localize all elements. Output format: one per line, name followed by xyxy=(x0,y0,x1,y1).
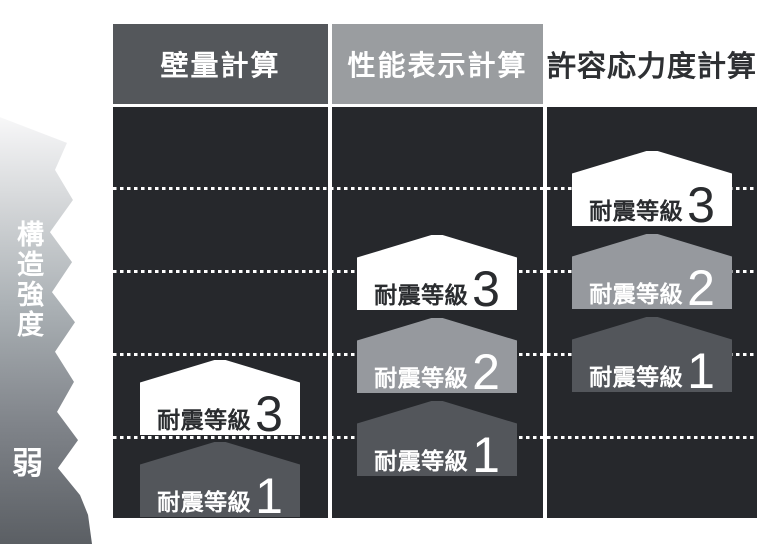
axis-label-structural-strength: 構造強度 xyxy=(12,220,43,340)
axis-label-weak: 弱 xyxy=(12,446,43,482)
badge-grade-number: 1 xyxy=(687,343,715,399)
badge-label: 耐震等級 xyxy=(589,282,684,308)
badge-label: 耐震等級 xyxy=(157,408,252,434)
badge-label: 耐震等級 xyxy=(157,490,252,516)
badge-label: 耐震等級 xyxy=(589,365,684,391)
equivalence-dotted-line-1 xyxy=(113,187,757,190)
badge-grade-number: 3 xyxy=(255,386,283,442)
badge-label: 耐震等級 xyxy=(374,283,469,309)
column-header-allowable-stress-calc: 許容応力度計算 xyxy=(547,49,758,83)
badge-grade-number: 2 xyxy=(472,344,500,400)
badge-label: 耐震等級 xyxy=(589,199,684,225)
badge-label: 耐震等級 xyxy=(374,366,469,392)
badge-grade-number: 1 xyxy=(255,468,283,524)
badge-label: 耐震等級 xyxy=(374,449,469,475)
badge-grade-number: 1 xyxy=(472,427,500,483)
column-header-performance-display-calc: 性能表示計算 xyxy=(332,24,543,104)
badge-grade-number: 3 xyxy=(472,261,500,317)
column-wall-quantity-calc: 壁量計算 xyxy=(113,24,328,518)
column-header-wall-quantity-calc: 壁量計算 xyxy=(113,24,328,104)
badge-grade-number: 3 xyxy=(687,177,715,233)
badge-grade-number: 2 xyxy=(687,260,715,316)
